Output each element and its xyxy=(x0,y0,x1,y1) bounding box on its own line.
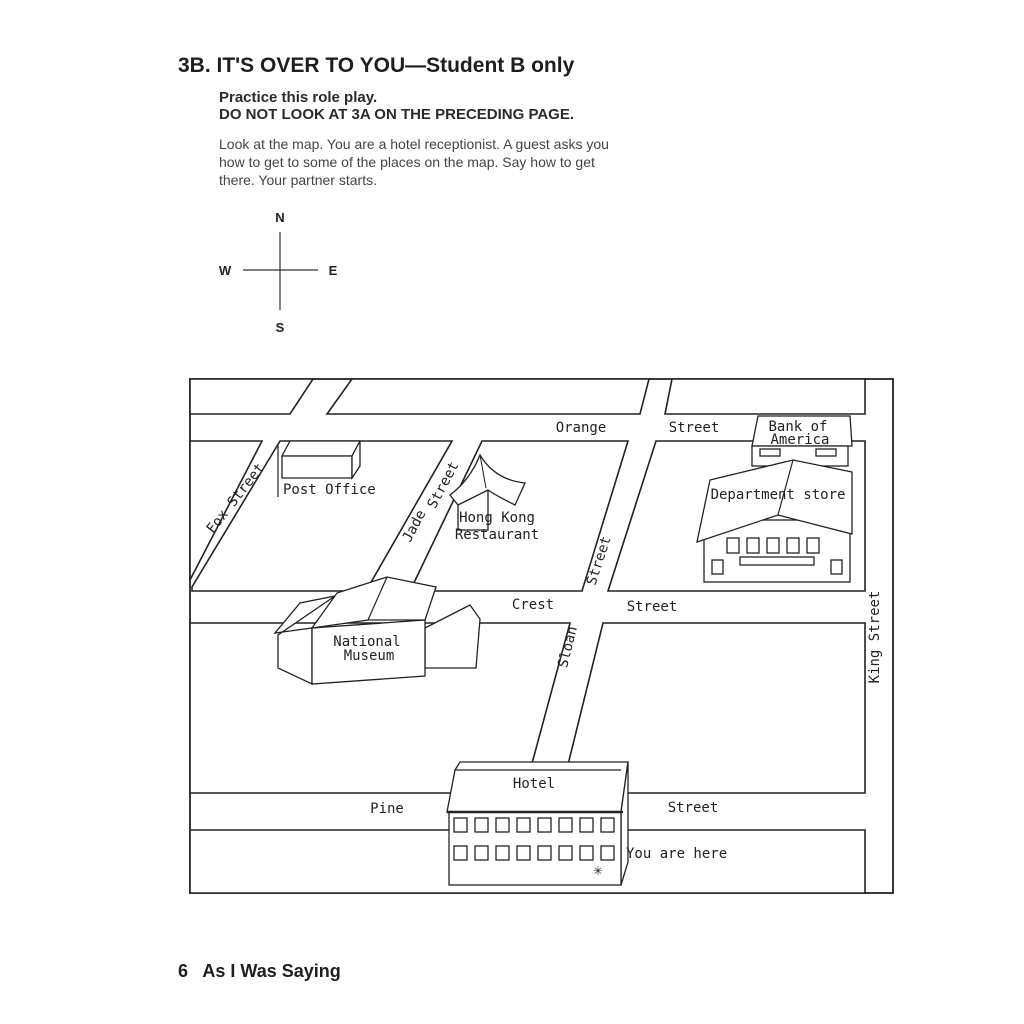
hotel-window xyxy=(558,845,573,861)
compass-rose: N S W E xyxy=(219,210,338,335)
bank-label-line2: America xyxy=(770,432,829,448)
book-title: As I Was Saying xyxy=(202,961,341,981)
post-office-building xyxy=(277,440,362,497)
hotel-window xyxy=(537,845,552,861)
pine-street-label-1: Pine xyxy=(370,801,404,817)
hotel-window xyxy=(495,817,510,833)
hotel-window xyxy=(516,817,531,833)
you-are-here-label: You are here xyxy=(626,846,727,862)
hong-kong-label-line2: Restaurant xyxy=(455,527,539,543)
pine-street-label-2: Street xyxy=(668,800,719,816)
orange-street-label-2: Street xyxy=(669,420,720,436)
body-line-3: there. Your partner starts. xyxy=(219,172,377,188)
body-line-1: Look at the map. You are a hotel recepti… xyxy=(219,136,609,152)
body-line-2: how to get to some of the places on the … xyxy=(219,154,595,170)
instruction-do-not-look: DO NOT LOOK AT 3A ON THE PRECEDING PAGE. xyxy=(219,106,575,123)
compass-west: W xyxy=(219,263,232,278)
crest-street-label-1: Crest xyxy=(512,597,554,613)
bank-of-america-building xyxy=(751,415,853,467)
orange-street-label-1: Orange xyxy=(556,420,607,436)
page-number: 6 xyxy=(178,961,189,981)
department-store-label: Department store xyxy=(711,487,846,503)
hotel-window xyxy=(453,817,468,833)
bank-label-line1: Bank of xyxy=(768,419,827,435)
section-title: 3B. IT'S OVER TO YOU—Student B only xyxy=(178,54,575,77)
hong-kong-restaurant-building xyxy=(449,453,526,531)
compass-south: S xyxy=(276,320,285,335)
hotel-label: Hotel xyxy=(513,776,555,792)
department-store-building xyxy=(696,459,853,583)
hotel-window xyxy=(453,845,468,861)
compass-east: E xyxy=(329,263,338,278)
king-street-label: King Street xyxy=(867,591,883,684)
hotel-window xyxy=(600,817,615,833)
hong-kong-label-line1: Hong Kong xyxy=(459,510,535,526)
hotel-window xyxy=(516,845,531,861)
hotel-window xyxy=(537,817,552,833)
museum-label-line2: Museum xyxy=(344,648,395,664)
post-office-label: Post Office xyxy=(283,482,376,498)
hotel-window xyxy=(474,817,489,833)
you-are-here-star-icon: ✳ xyxy=(593,864,603,878)
hotel-window xyxy=(579,845,594,861)
hotel-window xyxy=(558,817,573,833)
hotel-window xyxy=(474,845,489,861)
compass-north: N xyxy=(275,210,284,225)
instruction-practice: Practice this role play. xyxy=(219,89,378,106)
museum-label-line1: National xyxy=(333,634,400,650)
hotel-window xyxy=(579,817,594,833)
crest-street-label-2: Street xyxy=(627,599,678,615)
national-museum-building xyxy=(273,576,481,686)
hotel-window xyxy=(600,845,615,861)
hotel-window xyxy=(495,845,510,861)
page-footer: 6 As I Was Saying xyxy=(178,961,341,982)
hotel-building: ✳ xyxy=(446,761,629,886)
